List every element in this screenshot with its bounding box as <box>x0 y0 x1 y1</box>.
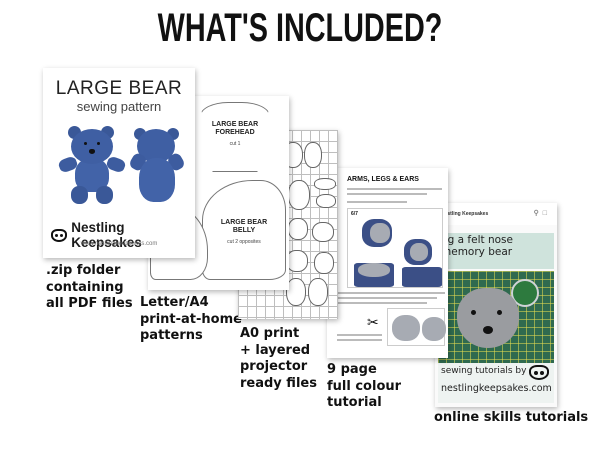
online-tutorial-card: Nestling Keepsakes ⚲□ ng a felt nose mem… <box>435 203 557 407</box>
site-brand: Nestling Keepsakes <box>441 211 489 217</box>
footer-line-1: sewing tutorials by <box>441 366 527 376</box>
scissors-icon: ✂ <box>367 314 379 330</box>
search-icon: ⚲ <box>533 210 543 217</box>
tutorial-title: ng a felt nose memory bear <box>441 234 513 258</box>
label-online: online skills tutorials <box>434 410 589 425</box>
footer-line-2: nestlingkeepsakes.com <box>441 383 552 394</box>
cover-url: www.nestlingkeepsakes.com <box>80 241 158 247</box>
cover-subtitle: sewing pattern <box>76 99 162 114</box>
cover-title: LARGE BEAR <box>55 78 183 99</box>
bear-front-image <box>57 124 127 208</box>
brand-name: Nestling Keepsakes <box>71 220 142 250</box>
tutorial-heading: ARMS, LEGS & EARS <box>347 176 419 183</box>
forehead-note: cut 1 <box>229 141 241 147</box>
belly-note: cut 2 opposites <box>227 239 261 245</box>
label-tutorial: 9 page full colour tutorial <box>327 362 402 410</box>
label-a0: A0 print + layered projector ready files <box>240 326 317 391</box>
tutorial-photo: 6/7 <box>347 208 443 288</box>
pattern-piece-belly: LARGE BEAR BELLY cut 2 opposites <box>202 180 286 280</box>
pattern-cover-card: LARGE BEAR sewing pattern Nestling Keeps… <box>43 68 195 258</box>
label-letter-a4: Letter/A4 print-at-home patterns <box>140 295 242 343</box>
belly-label: LARGE BEAR BELLY <box>220 219 268 235</box>
label-zip: .zip folder containing all PDF files <box>46 263 133 311</box>
site-header: Nestling Keepsakes ⚲□ <box>435 203 557 225</box>
page-title: WHAT'S INCLUDED? <box>157 6 443 50</box>
bear-back-image <box>127 124 187 208</box>
forehead-label: LARGE BEAR FOREHEAD <box>211 121 259 137</box>
cart-icon: □ <box>542 210 551 217</box>
owl-logo-icon <box>529 365 549 380</box>
tutorial-page-card: ARMS, LEGS & EARS 6/7 ✂ <box>327 168 448 358</box>
felt-bear-head-image <box>457 288 519 348</box>
owl-logo-icon <box>51 228 68 242</box>
pattern-piece-forehead: LARGE BEAR FOREHEAD cut 1 <box>200 102 270 172</box>
brand-logo: Nestling Keepsakes <box>51 220 191 250</box>
